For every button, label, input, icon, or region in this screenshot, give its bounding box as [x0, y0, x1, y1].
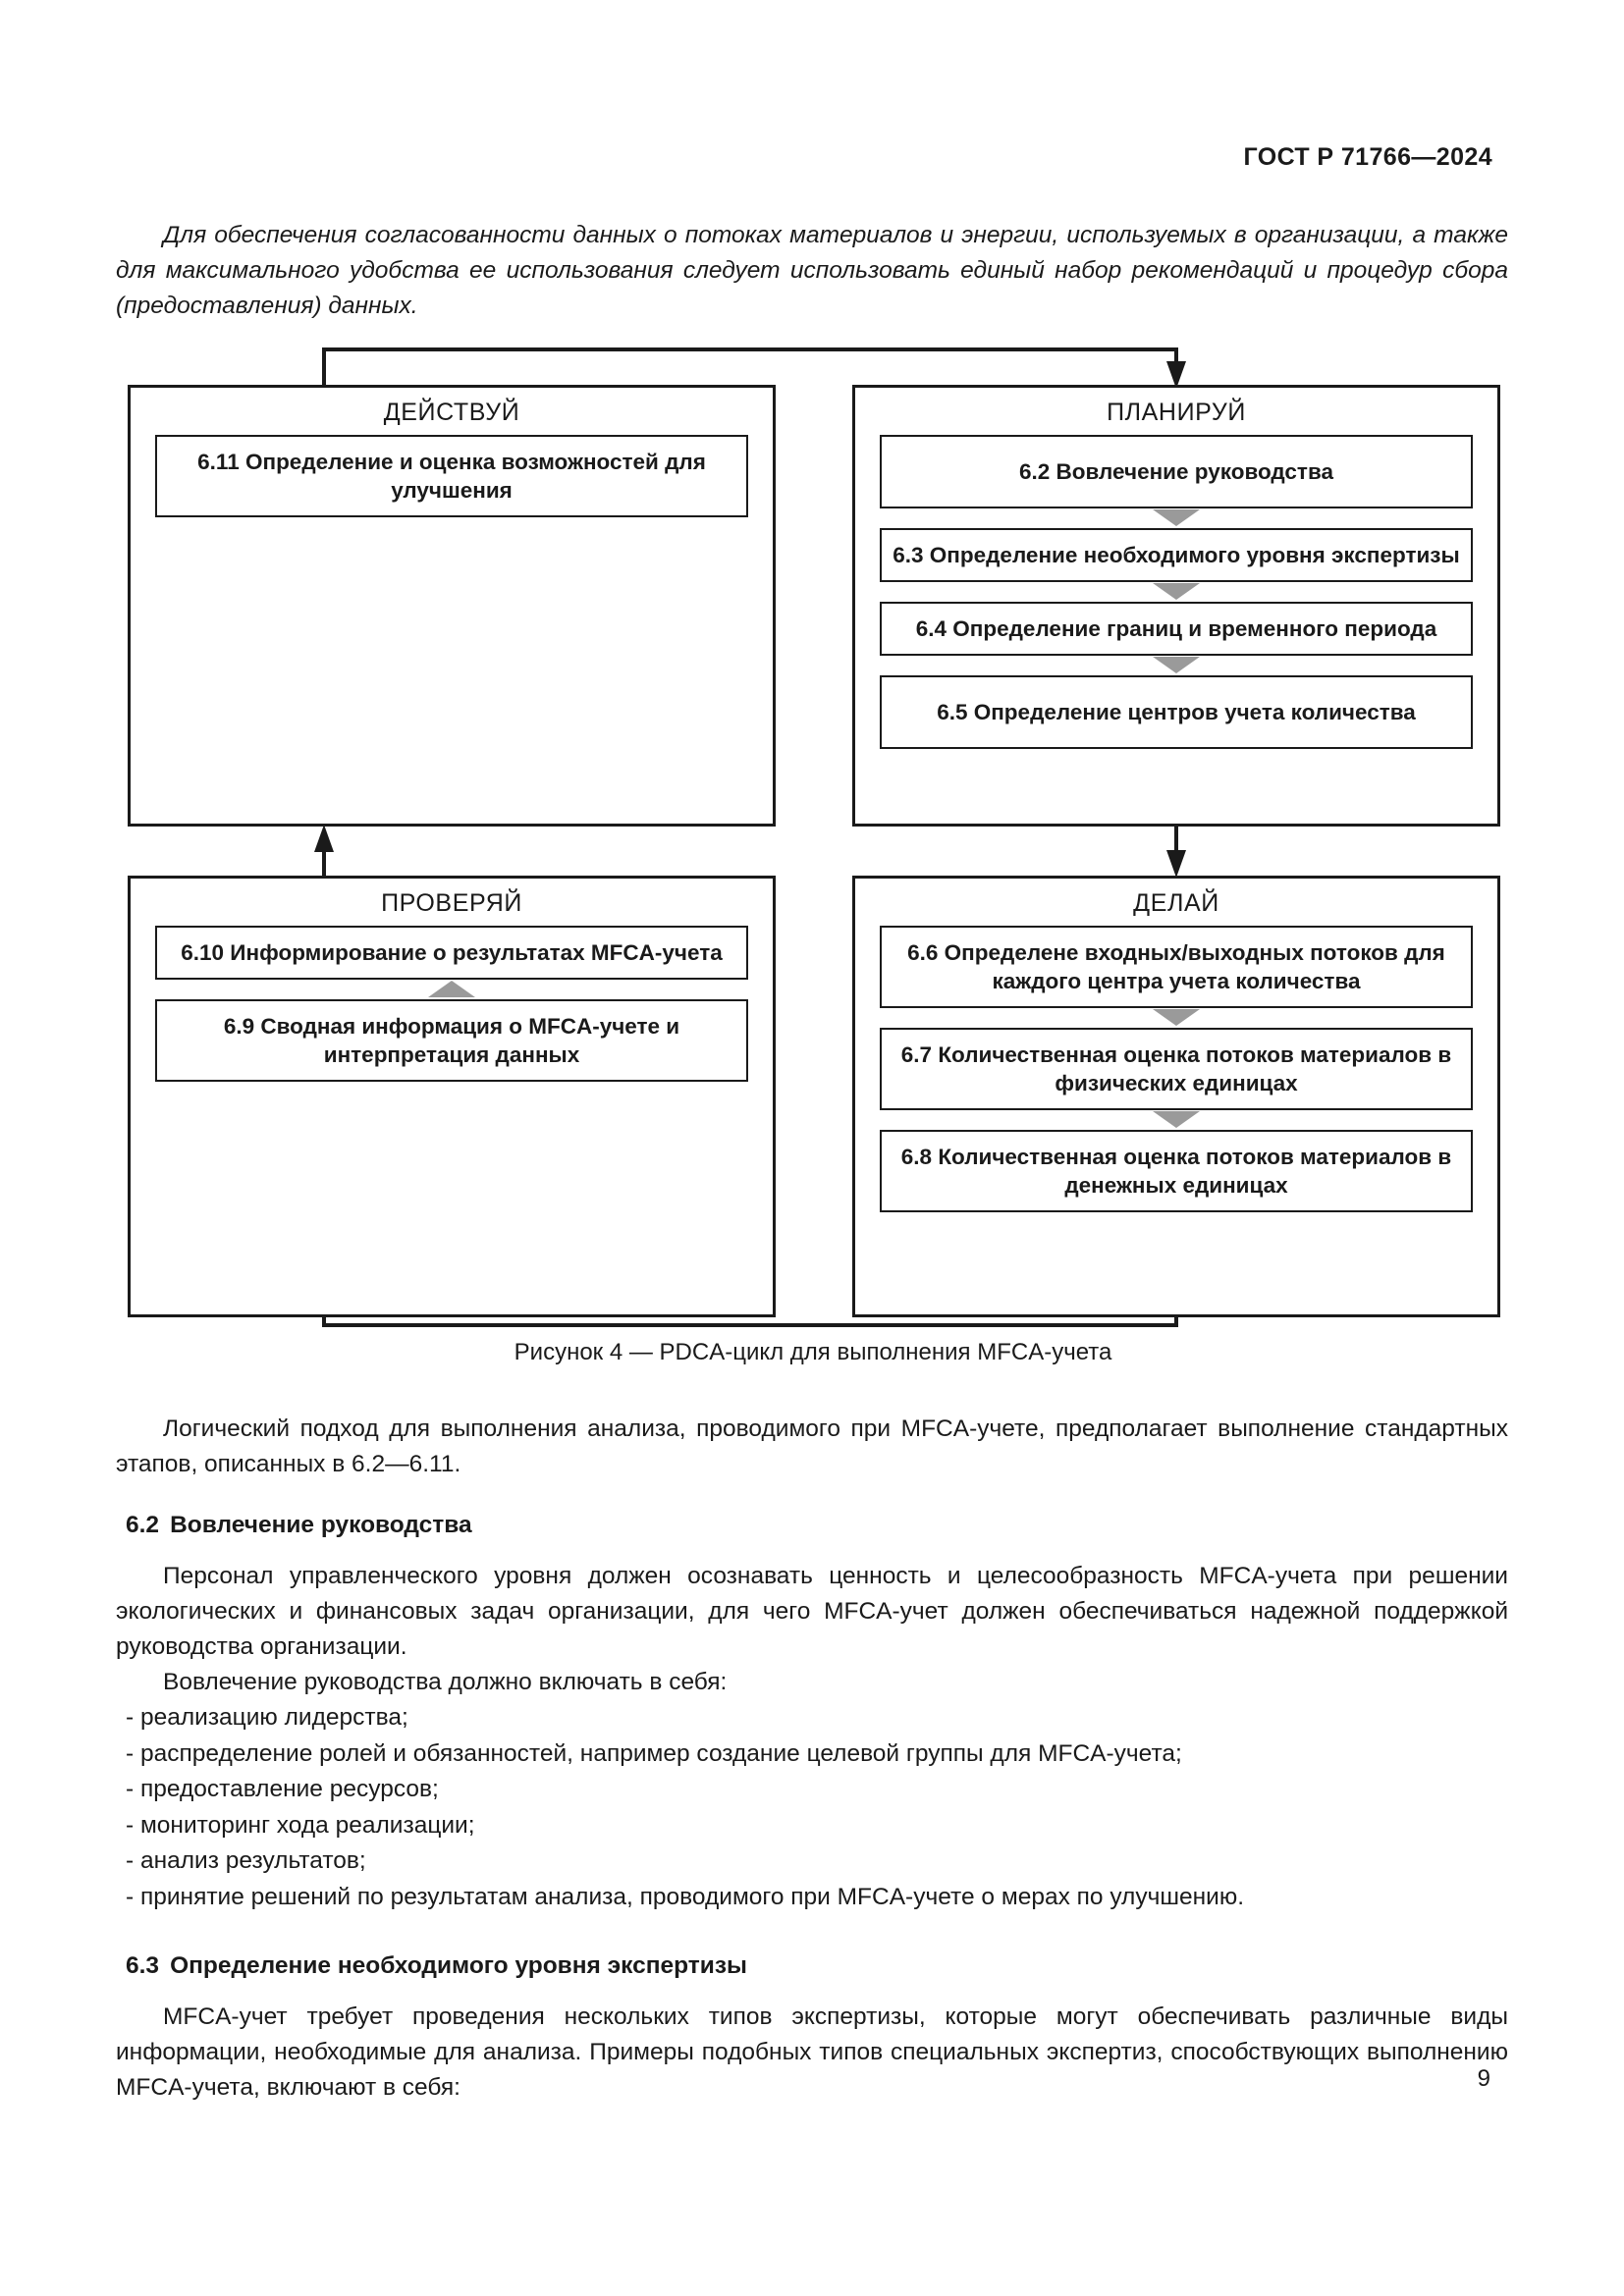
figure-caption: Рисунок 4 — PDCA-цикл для выполнения MFC… [514, 1339, 1112, 1365]
triangle-up-icon [428, 981, 475, 997]
spacer [116, 1984, 1508, 2000]
step-box-6-3: 6.3 Определение необходимого уровня эксп… [880, 528, 1473, 582]
arrow-6-2-to-6-3 [880, 508, 1473, 528]
paragraph-6-3-1: MFCA-учет требует проведения нескольких … [116, 2003, 1508, 2101]
paragraph-6-2-1: Персонал управленческого уровня должен о… [116, 1563, 1508, 1660]
arrow-6-3-to-6-4 [880, 582, 1473, 602]
quadrant-check: ПРОВЕРЯЙ 6.10 Информирование о результат… [128, 876, 776, 1317]
arrow-6-9-to-6-10 [155, 980, 748, 999]
quadrant-plan-steps: 6.2 Вовлечение руководства 6.3 Определен… [855, 435, 1497, 749]
step-box-6-11: 6.11 Определение и оценка возможностей д… [155, 435, 748, 517]
page-header-standard-number: ГОСТ Р 71766—2024 [1243, 143, 1492, 171]
step-box-6-8: 6.8 Количественная оценка потоков матери… [880, 1130, 1473, 1212]
step-box-6-9: 6.9 Сводная информация о MFCA-учете и ин… [155, 999, 748, 1082]
arrow-6-7-to-6-8 [880, 1110, 1473, 1130]
spacer [116, 1482, 1508, 1508]
heading-6-3-title: Определение необходимого уровня эксперти… [170, 1952, 747, 1979]
quadrant-act: ДЕЙСТВУЙ 6.11 Определение и оценка возмо… [128, 385, 776, 827]
body-content: Логический подход для выполнения анализа… [116, 1412, 1508, 2106]
step-box-6-6: 6.6 Определене входных/выходных потоков … [880, 926, 1473, 1008]
arrow-6-6-to-6-7 [880, 1008, 1473, 1028]
heading-6-3-number: 6.3 [126, 1952, 160, 1979]
triangle-down-icon [1153, 583, 1200, 600]
step-box-6-4: 6.4 Определение границ и временного пери… [880, 602, 1473, 656]
step-box-6-10: 6.10 Информирование о результатах MFCA-у… [155, 926, 748, 980]
list-item: - реализацию лидерства; [126, 1704, 408, 1731]
spacer [116, 1915, 1508, 1949]
quadrant-check-steps: 6.10 Информирование о результатах MFCA-у… [131, 926, 773, 1082]
paragraph-6-2-2: Вовлечение руководства должно включать в… [163, 1669, 728, 1695]
triangle-down-icon [1153, 509, 1200, 526]
figure-pdca-cycle: ДЕЙСТВУЙ 6.11 Определение и оценка возмо… [116, 346, 1510, 1365]
intro-paragraph: Для обеспечения согласованности данных о… [116, 222, 1508, 319]
intro-block: Для обеспечения согласованности данных о… [116, 218, 1508, 324]
step-box-6-5: 6.5 Определение центров учета количества [880, 675, 1473, 749]
triangle-down-icon [1153, 1009, 1200, 1026]
quadrant-act-title: ДЕЙСТВУЙ [383, 399, 520, 426]
heading-6-2: 6.2 Вовлечение руководства [116, 1508, 1508, 1543]
quadrant-plan: ПЛАНИРУЙ 6.2 Вовлечение руководства 6.3 … [852, 385, 1500, 827]
quadrant-do-title: ДЕЛАЙ [1133, 889, 1219, 917]
heading-6-2-number: 6.2 [126, 1512, 160, 1538]
list-item: - анализ результатов; [126, 1847, 366, 1874]
quadrant-do-steps: 6.6 Определене входных/выходных потоков … [855, 926, 1497, 1212]
paragraph-logical-approach: Логический подход для выполнения анализа… [116, 1415, 1508, 1477]
list-item: - предоставление ресурсов; [126, 1776, 439, 1802]
quadrant-do: ДЕЛАЙ 6.6 Определене входных/выходных по… [852, 876, 1500, 1317]
heading-6-2-title: Вовлечение руководства [170, 1512, 472, 1538]
quadrant-plan-title: ПЛАНИРУЙ [1107, 399, 1246, 426]
triangle-down-icon [1153, 1111, 1200, 1128]
quadrant-check-title: ПРОВЕРЯЙ [381, 889, 522, 917]
page-number: 9 [1477, 2065, 1490, 2092]
list-item: - распределение ролей и обязанностей, на… [126, 1739, 1182, 1767]
quadrant-act-steps: 6.11 Определение и оценка возможностей д… [131, 435, 773, 517]
step-box-6-2: 6.2 Вовлечение руководства [880, 435, 1473, 508]
step-box-6-7: 6.7 Количественная оценка потоков матери… [880, 1028, 1473, 1110]
spacer [116, 1543, 1508, 1559]
heading-6-3: 6.3 Определение необходимого уровня экспе… [116, 1949, 1508, 1984]
triangle-down-icon [1153, 657, 1200, 673]
list-item: - принятие решений по результатам анализ… [126, 1883, 1245, 1910]
list-item: - мониторинг хода реализации; [126, 1811, 475, 1839]
arrow-6-4-to-6-5 [880, 656, 1473, 675]
